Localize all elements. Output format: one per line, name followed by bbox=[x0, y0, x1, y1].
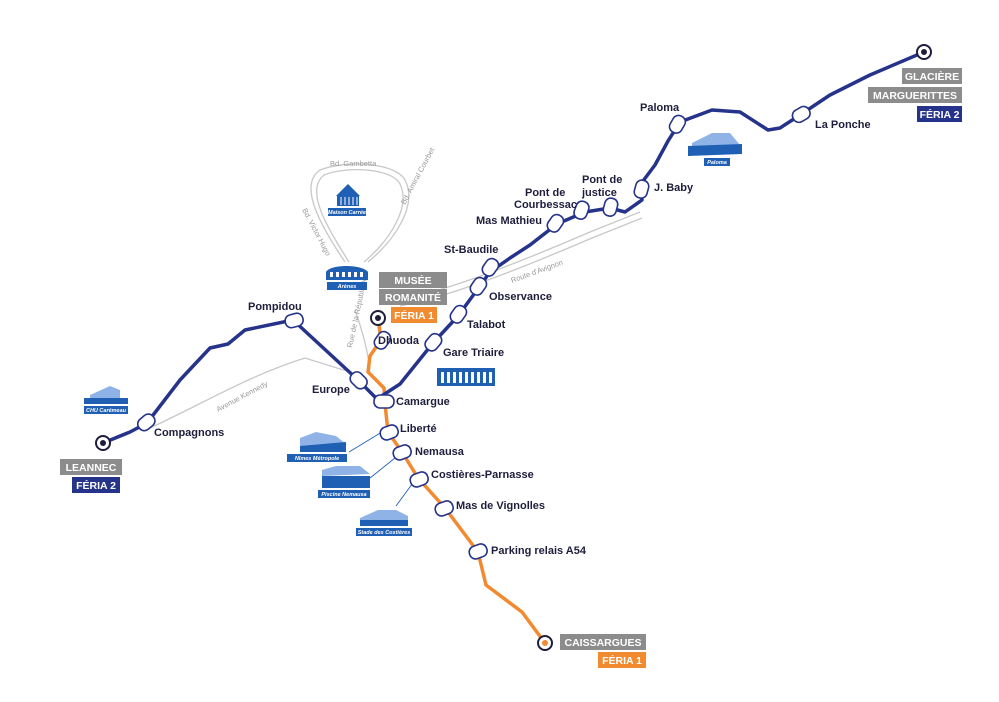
station-marker-camargue bbox=[373, 394, 395, 409]
line-feria1-route bbox=[366, 317, 547, 645]
terminus-glaciere: GLACIÈRE MARGUERITTES FÉRIA 2 bbox=[868, 68, 962, 122]
station-marker-nemausa bbox=[392, 444, 412, 461]
station-label-dhuoda: Dhuoda bbox=[378, 335, 420, 347]
terminus-musee: MUSÉE ROMANITÉ FÉRIA 1 bbox=[379, 272, 447, 323]
svg-text:CAISSARGUES: CAISSARGUES bbox=[564, 637, 641, 649]
station-label-pont-justice-1: Pont de bbox=[582, 174, 622, 186]
station-markers-feria1 bbox=[373, 330, 488, 560]
station-marker-pompidou bbox=[284, 312, 304, 329]
station-label-pont-courbessac-2: Courbessac bbox=[514, 199, 577, 211]
svg-text:ROMANITÉ: ROMANITÉ bbox=[385, 291, 441, 304]
landmark-nimes-metropole: Nîmes Métropole bbox=[287, 432, 347, 462]
svg-text:Nîmes Métropole: Nîmes Métropole bbox=[295, 456, 339, 462]
station-label-parking: Parking relais A54 bbox=[491, 545, 587, 557]
station-marker-europe bbox=[349, 371, 368, 390]
svg-text:Stade des Costières: Stade des Costières bbox=[358, 530, 411, 536]
station-marker-la-ponche bbox=[791, 105, 811, 124]
station-marker-st-baudile bbox=[481, 257, 500, 277]
svg-text:Piscine Nemausa: Piscine Nemausa bbox=[321, 492, 366, 498]
station-marker-costieres bbox=[409, 471, 429, 488]
station-label-nemausa: Nemausa bbox=[415, 446, 465, 458]
station-label-talabot: Talabot bbox=[467, 319, 506, 331]
line-feria2-route bbox=[102, 50, 925, 445]
street-boulevard-loop bbox=[310, 163, 410, 263]
landmark-maison-carree: Maison Carrée bbox=[328, 184, 366, 216]
svg-text:LEANNEC: LEANNEC bbox=[66, 462, 117, 474]
station-label-la-ponche: La Ponche bbox=[815, 119, 871, 131]
station-marker-gare-triaire bbox=[424, 332, 443, 352]
svg-text:Arènes: Arènes bbox=[337, 284, 357, 290]
landmark-paloma: Paloma bbox=[688, 133, 742, 166]
station-label-europe: Europe bbox=[312, 384, 350, 396]
landmark-stade-costieres: Stade des Costières bbox=[356, 510, 412, 536]
station-label-camargue: Camargue bbox=[396, 396, 450, 408]
station-label-compagnons: Compagnons bbox=[154, 427, 224, 439]
station-label-mas-mathieu: Mas Mathieu bbox=[476, 215, 542, 227]
station-label-st-baudile: St-Baudile bbox=[444, 244, 498, 256]
station-marker-observance bbox=[469, 276, 488, 296]
terminus-leannec: LEANNEC FÉRIA 2 bbox=[60, 459, 122, 493]
station-marker-j-baby bbox=[633, 179, 650, 199]
svg-text:Paloma: Paloma bbox=[707, 160, 727, 166]
street-label-amiral-courbet: Bd. Amiral Courbet bbox=[399, 145, 437, 206]
station-label-gare-triaire: Gare Triaire bbox=[443, 347, 504, 359]
terminus-musee-icon bbox=[370, 310, 386, 326]
station-label-paloma: Paloma bbox=[640, 102, 680, 114]
station-label-pont-justice-2: justice bbox=[581, 187, 617, 199]
station-marker-pont-justice bbox=[602, 197, 619, 217]
station-marker-parking bbox=[468, 543, 488, 560]
station-marker-pont-courbessac bbox=[573, 200, 590, 220]
svg-text:FÉRIA 2: FÉRIA 2 bbox=[76, 479, 116, 492]
street-label-gambetta: Bd. Gambetta bbox=[330, 159, 377, 168]
svg-text:GLACIÈRE: GLACIÈRE bbox=[905, 70, 959, 83]
station-markers bbox=[136, 105, 811, 432]
station-marker-mas-mathieu bbox=[546, 213, 565, 233]
station-marker-mas-vignolles bbox=[434, 500, 454, 517]
street-label-kennedy: Avenue Kennedy bbox=[215, 379, 270, 414]
station-label-liberte: Liberté bbox=[400, 423, 437, 435]
station-label-pompidou: Pompidou bbox=[248, 301, 302, 313]
station-marker-paloma bbox=[668, 114, 687, 134]
station-label-mas-vignolles: Mas de Vignolles bbox=[456, 500, 545, 512]
svg-text:CHU Carémeau: CHU Carémeau bbox=[86, 408, 127, 414]
terminus-caissargues-icon bbox=[537, 635, 553, 651]
station-marker-talabot bbox=[449, 304, 468, 324]
svg-text:FÉRIA 2: FÉRIA 2 bbox=[920, 108, 960, 121]
svg-text:FÉRIA 1: FÉRIA 1 bbox=[602, 654, 642, 667]
station-marker-liberte bbox=[379, 424, 399, 441]
landmark-gare-triaire bbox=[437, 368, 495, 386]
svg-text:Maison Carrée: Maison Carrée bbox=[328, 210, 366, 216]
station-label-costieres: Costières-Parnasse bbox=[431, 469, 534, 481]
station-marker-compagnons bbox=[136, 413, 156, 432]
landmark-piscine-nemausa: Piscine Nemausa bbox=[318, 466, 370, 498]
station-marker-dhuoda bbox=[373, 330, 392, 350]
svg-text:MARGUERITTES: MARGUERITTES bbox=[873, 90, 957, 102]
terminus-leannec-icon bbox=[95, 435, 111, 451]
landmark-chu-caremeau: CHU Carémeau bbox=[84, 386, 128, 414]
terminus-glaciere-icon bbox=[916, 44, 932, 60]
station-label-pont-courbessac-1: Pont de bbox=[525, 187, 565, 199]
street-avenue-kennedy bbox=[149, 357, 351, 429]
svg-text:FÉRIA 1: FÉRIA 1 bbox=[394, 309, 434, 322]
svg-text:MUSÉE: MUSÉE bbox=[394, 274, 431, 287]
station-label-j-baby: J. Baby bbox=[654, 182, 694, 194]
terminus-caissargues: CAISSARGUES FÉRIA 1 bbox=[560, 634, 646, 668]
station-label-observance: Observance bbox=[489, 291, 552, 303]
landmark-arenes: Arènes bbox=[326, 266, 368, 290]
